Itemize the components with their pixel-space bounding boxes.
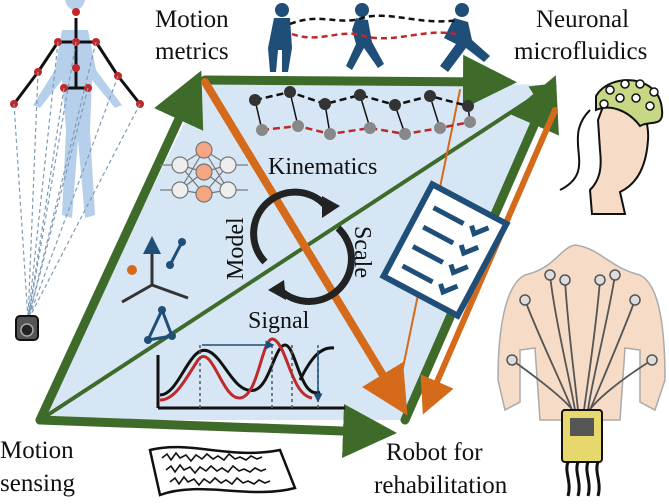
neural-network-icon <box>160 141 248 203</box>
label-motion-sensing-2: sensing <box>0 470 76 497</box>
human-skeleton-icon <box>10 0 144 321</box>
waveform-paper-icon <box>148 445 297 497</box>
emg-torso-icon <box>497 244 666 497</box>
label-motion-metrics-2: metrics <box>155 38 229 65</box>
label-signal: Signal <box>248 308 310 334</box>
label-motion-sensing-1: Motion <box>0 437 74 464</box>
cycle-arrows-icon <box>250 188 355 305</box>
kinematic-chain-icon <box>249 86 476 140</box>
label-robot-1: Robot for <box>386 439 483 466</box>
label-neuronal-2: microfluidics <box>514 38 647 65</box>
coordinate-axes-icon <box>121 236 189 344</box>
label-model: Model <box>223 217 249 280</box>
camera-icon <box>15 315 39 341</box>
label-kinematics: Kinematics <box>268 154 377 180</box>
eeg-cap-head-icon <box>559 79 664 215</box>
runners-icon <box>268 3 490 72</box>
label-motion-metrics-1: Motion <box>155 6 229 33</box>
checklist-icon <box>379 180 511 320</box>
label-neuronal-1: Neuronal <box>536 6 629 33</box>
label-robot-2: rehabilitation <box>374 472 508 499</box>
signal-plot-icon <box>156 337 345 410</box>
